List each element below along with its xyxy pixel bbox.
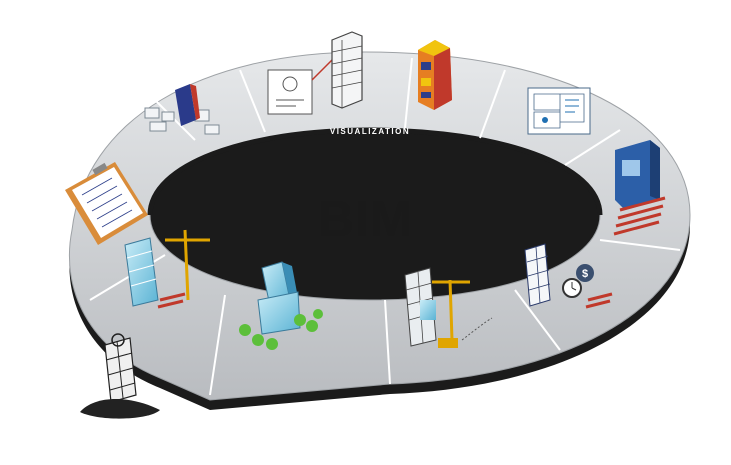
svg-text:$: $ — [582, 268, 588, 280]
demolition-building-icon — [80, 333, 160, 419]
colored-building-model-icon — [418, 40, 452, 110]
floor-plan-document-icon — [527, 87, 591, 135]
site-plan-buildings-icon — [144, 84, 220, 135]
programming-clipboard-icon — [65, 162, 148, 245]
design-drawing-to-model-icon — [267, 31, 363, 115]
cost-time-analysis-icon: $ — [524, 243, 613, 309]
ring-inner-rim — [147, 127, 603, 216]
ring-label: VISUALIZATION — [330, 127, 410, 136]
completed-building-landscape-icon — [239, 261, 323, 350]
building-under-construction-icon — [124, 229, 210, 309]
segment-dividers — [89, 57, 681, 396]
center-title: BIM — [318, 191, 413, 247]
prefabrication-machine-icon — [613, 140, 666, 236]
construction-crane-site-icon — [404, 267, 493, 348]
